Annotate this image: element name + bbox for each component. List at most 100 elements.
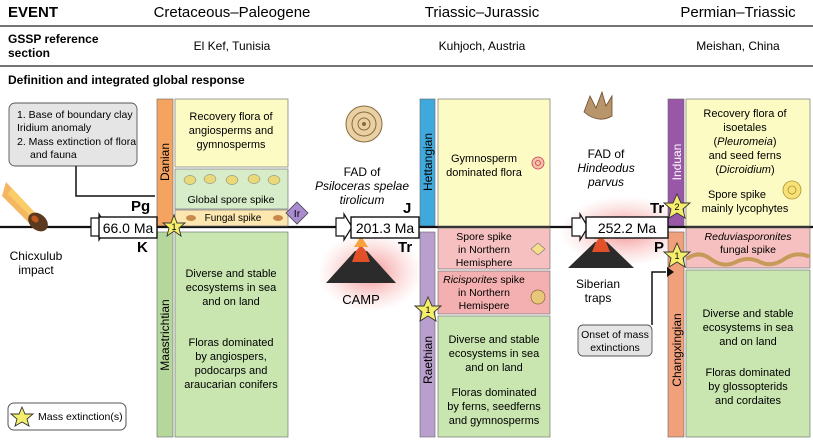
- spore-icon: [782, 180, 802, 200]
- spore-icon: [225, 175, 239, 185]
- ptr-recovery-line-2: isoetales: [723, 122, 767, 134]
- kpg-column: Recovery flora of angiosperms and gymnos…: [2, 98, 309, 438]
- kpg-upper-code: Pg: [131, 198, 150, 215]
- ptr-spore-line-1: Spore spike: [708, 189, 766, 201]
- ammonite-icon: [345, 105, 383, 143]
- ptr-onset-arrow: [651, 271, 666, 325]
- kpg-age-box: [98, 216, 158, 239]
- ptr-fad-species-2: parvus: [587, 175, 624, 189]
- kpg-recovery-box: [174, 98, 289, 168]
- ptr-fad-label: FAD of: [588, 147, 625, 161]
- event-ptr: Permian–Triassic: [680, 4, 796, 21]
- trj-age-label: 201.3 Ma: [356, 220, 415, 236]
- kpg-age-label: 66.0 Ma: [103, 220, 154, 236]
- trj-ricis-line-3: Hemispere: [459, 300, 510, 312]
- stage-bar-maastrichtian: [156, 231, 174, 438]
- spore-icon: [530, 289, 546, 305]
- ptr-star-number-1: 1: [674, 251, 679, 261]
- definition-label: Definition and integrated global respons…: [8, 73, 245, 87]
- trj-age-box: [350, 216, 420, 239]
- chicxulub-label: Chicxulub: [10, 249, 63, 263]
- ptr-spore-line-2: mainly lycophytes: [702, 203, 789, 215]
- spore-icon: [530, 242, 546, 256]
- ricisporites-name: Ricisporites: [443, 274, 498, 286]
- iridium-diamond: [285, 201, 309, 225]
- trj-spore-line-2: in Northern: [458, 244, 510, 256]
- legend: Mass extinction(s): [7, 402, 127, 431]
- mass-extinction-star-icon: [161, 213, 187, 238]
- volcano-icon: [326, 236, 396, 283]
- trj-spore-line-3: Hemisphere: [456, 257, 513, 269]
- stage-bar-raethian: [419, 231, 436, 438]
- stage-label-danian: Danian: [158, 143, 172, 181]
- ptr-stable-box: [685, 269, 811, 438]
- ptr-recovery-open-2: (: [715, 164, 719, 176]
- dicroidium-name: Dicroidium: [719, 164, 771, 176]
- gssp-label: GSSP reference: [8, 32, 99, 46]
- ptr-flora-line-2: by glossopterids: [708, 381, 788, 393]
- ptr-upper-code: Tr: [650, 200, 664, 217]
- kpg-notes-arrow: [75, 166, 155, 197]
- mass-extinction-star-icon: [662, 241, 692, 268]
- fungal-spore-icon: [186, 215, 196, 221]
- ricisporites-rest: spike: [497, 274, 525, 286]
- ptr-recovery-line-3: (Pleuromeia): [714, 136, 777, 148]
- ptr-age-arrow: [571, 211, 589, 243]
- kpg-recovery-line-2: angiosperms and: [189, 125, 273, 137]
- ptr-fungal-label: fungal spike: [720, 244, 776, 256]
- ptr-star-number-2: 2: [674, 202, 679, 212]
- trj-upper-flora-box: [437, 98, 551, 227]
- kpg-note-1: 1. Base of boundary clay: [17, 109, 133, 121]
- event-kpg: Cretaceous–Paleogene: [154, 4, 311, 21]
- trj-ricis-box: [437, 270, 551, 315]
- trj-ricis-line-1: Ricisporites spike: [443, 274, 525, 286]
- ptr-flora-line-1: Floras dominated: [706, 367, 791, 379]
- kpg-stable-line-3: and on land: [202, 296, 260, 308]
- ptr-recovery-close-2: ): [771, 164, 775, 176]
- kpg-stable-line-2: ecosystems in sea: [186, 282, 277, 294]
- spore-icon: [267, 175, 281, 185]
- kpg-stable-line-1: Diverse and stable: [185, 268, 276, 280]
- stage-label-induan: Induan: [670, 144, 684, 181]
- ptr-stable-line-2: ecosystems in sea: [703, 322, 794, 334]
- trj-flora-line-2: by ferns, seedferns: [447, 401, 541, 413]
- event-label: EVENT: [8, 4, 58, 21]
- ptr-recovery-close-1: ): [773, 136, 777, 148]
- legend-label: Mass extinction(s): [38, 411, 123, 423]
- ptr-fungal-box: [685, 227, 811, 269]
- ptr-recovery-line-4: and seed ferns: [709, 150, 782, 162]
- trj-upper-code: J: [403, 200, 411, 217]
- stage-label-hettangian: Hettangian: [421, 133, 435, 191]
- trj-fad-species-2: tirolicum: [340, 193, 385, 207]
- ptr-onset-box: [577, 324, 653, 357]
- iridium-label: Ir: [294, 208, 301, 220]
- ptr-stable-line-1: Diverse and stable: [702, 308, 793, 320]
- mass-extinction-star-icon: [9, 405, 35, 427]
- stage-label-changxingian: Changxingian: [670, 313, 684, 386]
- gssp-ptr: Meishan, China: [696, 39, 780, 53]
- kpg-fungal-label: Fungal spike: [205, 213, 262, 224]
- spore-icon: [247, 174, 261, 184]
- ptr-onset-line-2: extinctions: [590, 342, 640, 354]
- spore-icon-inner: [787, 185, 797, 195]
- reduviasporonites-name: Reduviasporonites: [705, 231, 793, 243]
- ptr-column: FAD of Hindeodus parvus Recovery flora o…: [568, 90, 811, 438]
- ptr-stable-line-3: and on land: [719, 336, 777, 348]
- traps-label: traps: [585, 291, 612, 305]
- trj-star-number: 1: [425, 305, 430, 315]
- trj-ricis-line-2: in Northern: [458, 287, 510, 299]
- spore-icon: [183, 175, 197, 185]
- trj-flora-line-3: and gymnosperms: [449, 415, 540, 427]
- trj-fad-species-1: Psiloceras spelae: [315, 179, 409, 193]
- spore-icon: [531, 156, 545, 170]
- ptr-recovery-line-5: (Dicroidium): [715, 164, 774, 176]
- spore-icon: [203, 174, 217, 184]
- trj-upper-flora-line-2: dominated flora: [446, 167, 523, 179]
- gssp-label-2: section: [8, 46, 50, 60]
- mass-extinction-star-icon: [662, 192, 692, 219]
- kpg-flora-line-1: Floras dominated: [189, 337, 274, 349]
- trj-age-arrow: [335, 211, 353, 243]
- legend-box: [7, 402, 127, 431]
- trj-stable-line-2: ecosystems in sea: [449, 348, 540, 360]
